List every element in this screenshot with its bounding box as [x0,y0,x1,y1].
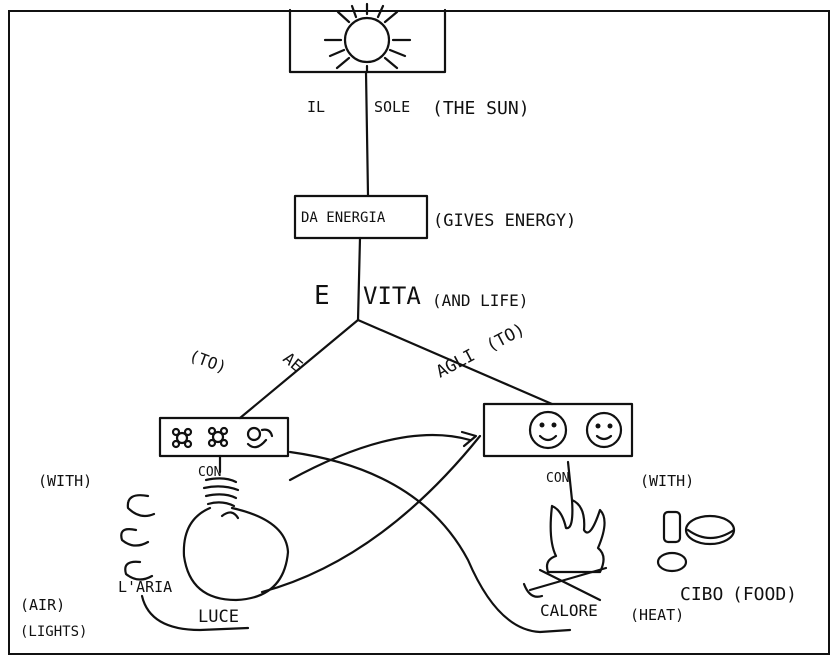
branch-right-word: AGLI [433,346,479,383]
calore-label: CALORE [540,601,598,620]
flower-icon [171,427,193,449]
face-icon [528,410,568,450]
branch-left [238,318,360,420]
curve-light-to-people [260,434,482,594]
food-icon [656,510,736,573]
flower-icon-3 [246,426,274,449]
branch-left-word: AE [279,349,306,376]
arrow-head [460,430,478,448]
sun-translation: (THE SUN) [432,98,530,119]
air-swirl-icon [120,494,156,581]
branch-left-translation: (TO) [187,346,230,377]
plants-con: CON [198,465,221,480]
energy-translation: (GIVES ENERGY) [433,211,576,231]
connector-energy-life [356,236,362,322]
life-label-e: E [314,281,330,311]
life-translation: (AND LIFE) [432,291,528,310]
aria-translation: (AIR) [20,596,65,614]
curve-air-to-light [140,594,250,632]
branch-right-translation: (TO) [483,320,529,357]
life-label-vita: VITA [363,282,421,310]
connector-sun-energy [364,70,370,197]
people-con: CON [546,471,569,486]
plants-with: (WITH) [38,472,92,490]
aria-label: L'ARIA [118,578,172,596]
energy-box-text: DA ENERGIA [301,210,386,226]
lightbulb-icon [182,477,290,602]
face-icon-2 [585,411,623,449]
luce-label: LUCE [198,607,239,627]
sun-box [288,2,447,74]
flower-icon-2 [207,426,229,448]
drawing-sheet [8,10,830,655]
calore-translation: (HEAT) [630,606,684,624]
curve-con-to-people [288,434,472,482]
plants-box [158,416,290,458]
sun-icon [323,2,412,74]
branch-right [356,318,554,406]
cibo-label: CIBO [680,584,723,605]
people-box [482,402,634,458]
sun-label-il: IL [307,98,325,116]
cibo-translation: (FOOD) [732,584,797,605]
luce-translation: (LIGHTS) [20,624,87,640]
connector-people-con [566,460,574,502]
people-with: (WITH) [640,472,694,490]
curve-plants-to-heat [288,450,572,634]
sun-label-sole: SOLE [374,98,410,116]
fire-icon [522,498,608,602]
